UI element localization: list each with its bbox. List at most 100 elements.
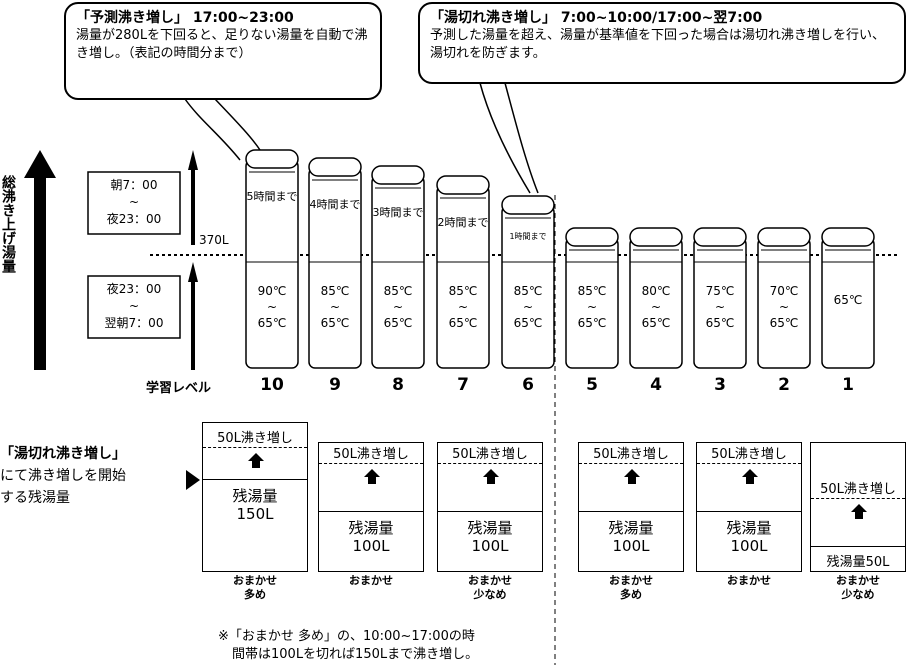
time-upper-text: 朝7：00 ~ 夜23：00 [88, 177, 180, 228]
footnote-line2: 間帯は100Lを切れば150Lまで沸き増し。 [232, 647, 479, 662]
time-upper-end: 夜23：00 [106, 212, 162, 226]
shortage-start-note: 「湯切れ沸き増し」 にて沸き増しを開始 する残湯量 [0, 443, 126, 509]
threshold-label: 370L [199, 233, 229, 247]
tank-7 [436, 175, 490, 369]
mode-label: おまかせ少なめ [468, 574, 512, 601]
tank-extra-hours: 2時間まで [437, 216, 489, 229]
callout-left-body: 湯量が280Lを下回ると、足りない湯量を自動で沸き増し。（表記の時間分まで） [76, 28, 368, 61]
mode-label: おまかせ多め [233, 574, 277, 601]
callout-left-tail-b [214, 98, 261, 151]
tank-9 [308, 157, 362, 369]
tank-10 [245, 149, 299, 369]
up-arrow-icon [742, 469, 758, 477]
time-lower-start: 夜23：00 [106, 282, 162, 296]
callout-predictive-reheat: 「予測沸き増し」 17:00~23:00 湯量が280Lを下回ると、足りない湯量… [64, 2, 382, 100]
level-number: 6 [522, 375, 534, 395]
level-number: 5 [586, 375, 598, 395]
tank-5 [565, 227, 619, 369]
reheat-amount: 50L沸き増し [820, 482, 896, 497]
time-upper-tilde: ~ [128, 195, 140, 209]
level-number: 7 [457, 375, 469, 395]
level-number: 2 [778, 375, 790, 395]
tank-group [245, 149, 875, 369]
tank-1 [821, 227, 875, 369]
up-arrow-icon [364, 469, 380, 477]
reheat-box: 50L沸き増し残湯量50L [810, 442, 906, 572]
tank-4 [629, 227, 683, 369]
tank-temperature: 70℃~65℃ [769, 284, 799, 330]
level-number: 3 [714, 375, 726, 395]
time-lower-text: 夜23：00 ~ 翌朝7：00 [88, 281, 180, 332]
time-lower-tilde: ~ [128, 299, 140, 313]
up-arrow-icon [248, 453, 264, 461]
tank-temperature: 90℃~65℃ [257, 284, 287, 330]
total-volume-arrow [24, 150, 56, 370]
lower-range-arrow [188, 262, 198, 370]
time-box-upper [87, 171, 181, 235]
tank-temperature: 85℃~65℃ [448, 284, 478, 330]
tank-2 [757, 227, 811, 369]
tank-temperature: 80℃~65℃ [641, 284, 671, 330]
time-lower-end: 翌朝7：00 [104, 316, 164, 330]
tank-extra-hours: 1時間まで [509, 232, 547, 241]
upper-range-arrow [188, 150, 198, 245]
callout-right-body: 予測した湯量を超え、湯量が基準値を下回った場合は湯切れ沸き増しを行い、湯切れを防… [430, 28, 886, 61]
callout-right-tail-b [504, 82, 539, 194]
tank-8 [371, 165, 425, 369]
time-box-lower [87, 275, 181, 339]
mode-label: おまかせ [727, 574, 771, 587]
tank-temperature: 85℃~65℃ [320, 284, 350, 330]
note-line1: 「湯切れ沸き増し」 [0, 446, 126, 462]
mode-label: おまかせ少なめ [836, 574, 880, 601]
reheat-amount: 50L沸き増し [711, 447, 787, 462]
note-line2: にて沸き増しを開始 [0, 468, 126, 484]
callout-right-tail [479, 82, 531, 194]
level-number: 4 [650, 375, 662, 395]
note-line3: する残湯量 [0, 490, 70, 506]
note-pointer-arrow [186, 470, 200, 490]
tank-extra-hours: 4時間まで [309, 198, 361, 211]
tank-temperature: 75℃~65℃ [705, 284, 735, 330]
up-arrow-icon [624, 469, 640, 477]
level-number: 10 [260, 375, 284, 395]
residual-amount: 残湯量50L [826, 555, 890, 570]
tank-temperature: 85℃~65℃ [383, 284, 413, 330]
total-volume-label: 総沸き上げ湯量 [0, 175, 16, 273]
mode-label: おまかせ [349, 574, 393, 587]
footnote-line1: ※「おまかせ 多め」の、10:00~17:00の時 [218, 629, 475, 644]
learning-level-label: 学習レベル [146, 381, 212, 396]
tank-3 [693, 227, 747, 369]
tank-extra-hours: 3時間まで [372, 206, 424, 219]
mode-label: おまかせ多め [609, 574, 653, 601]
tank-temperature: 65℃ [833, 293, 863, 307]
level-number: 1 [842, 375, 854, 395]
level-number: 9 [329, 375, 341, 395]
time-upper-start: 朝7：00 [110, 178, 158, 192]
tank-extra-hours: 5時間まで [246, 190, 298, 203]
up-arrow-icon [483, 469, 499, 477]
level-number: 8 [392, 375, 404, 395]
footnote: ※「おまかせ 多め」の、10:00~17:00の時 間帯は100Lを切れば150… [218, 628, 478, 664]
reheat-amount: 50L沸き増し [217, 431, 293, 446]
tank-temperature: 85℃~65℃ [513, 284, 543, 330]
callout-left-title: 「予測沸き増し」 17:00~23:00 [76, 10, 294, 26]
reheat-amount: 50L沸き増し [593, 447, 669, 462]
up-arrow-icon [851, 504, 867, 512]
tank-6 [501, 195, 555, 369]
reheat-amount: 50L沸き増し [333, 447, 409, 462]
reheat-amount: 50L沸き増し [452, 447, 528, 462]
callout-right-title: 「湯切れ沸き増し」 7:00~10:00/17:00~翌7:00 [430, 10, 763, 26]
callout-left-tail [184, 98, 241, 161]
tank-temperature: 85℃~65℃ [577, 284, 607, 330]
